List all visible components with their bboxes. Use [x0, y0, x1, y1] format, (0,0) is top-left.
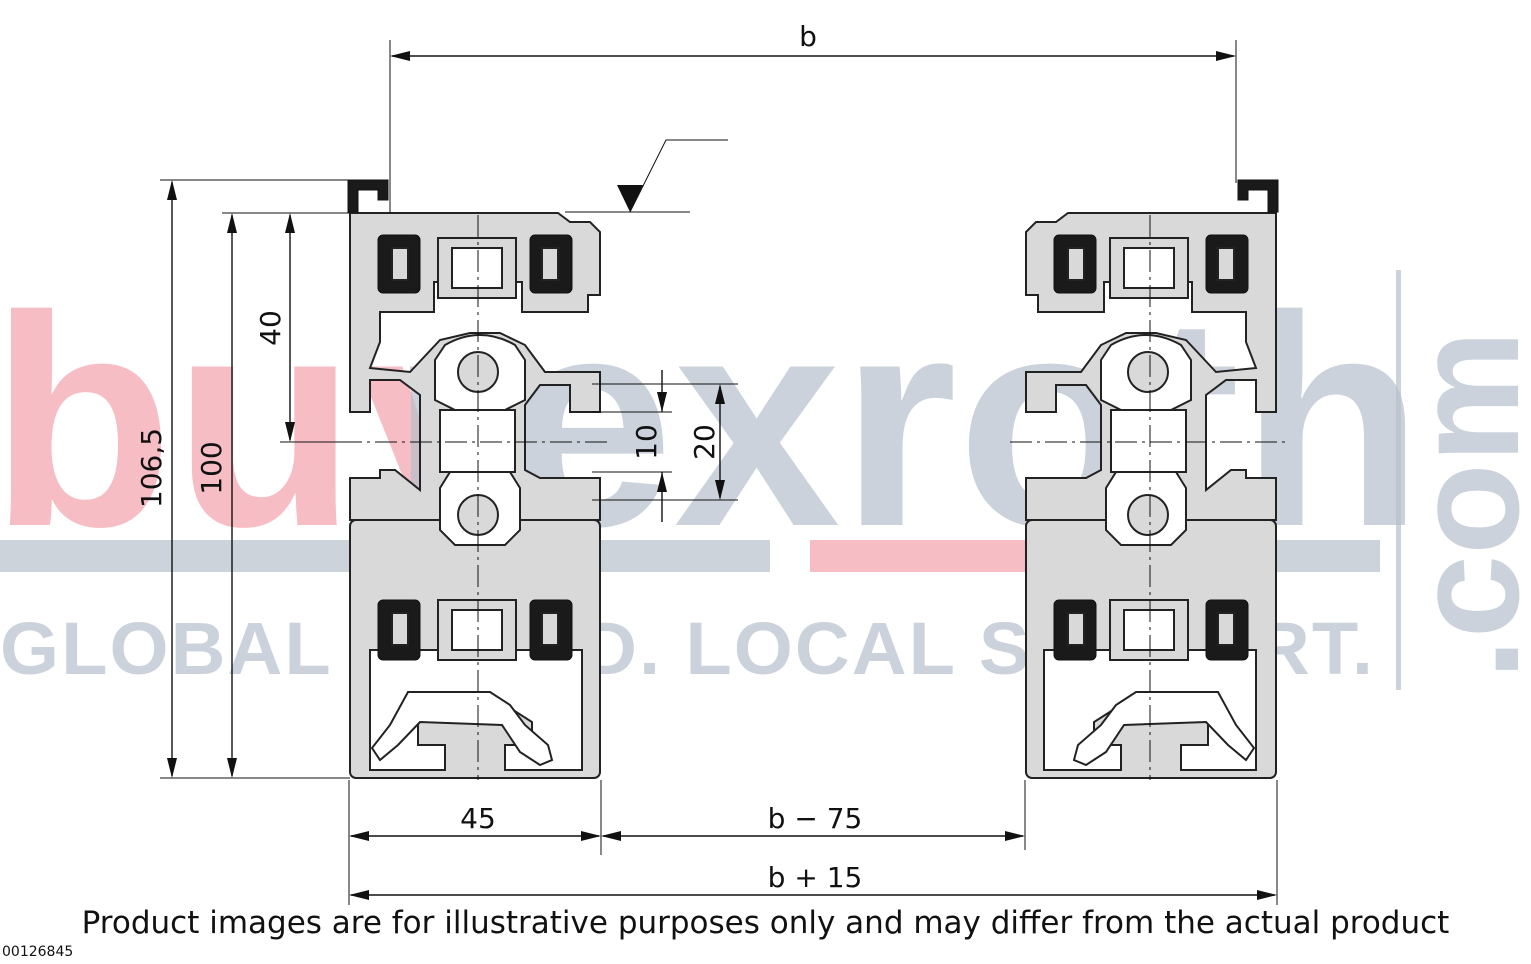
watermark-com: .com: [1382, 330, 1531, 680]
seal-group-top-left: [377, 234, 573, 299]
watermark: buy rexroth GLOBAL BRAND. LOCAL SUPPORT.…: [0, 253, 1531, 690]
watermark-divider: [1396, 270, 1401, 690]
dim-20: 20: [688, 424, 721, 460]
edge-cap-right: [1237, 179, 1279, 213]
dim-100: 100: [195, 441, 228, 494]
dim-b-plus-15: b + 15: [768, 861, 863, 894]
dim-10: 10: [630, 424, 663, 460]
seal-group-bottom-right: [1053, 599, 1249, 661]
dim-106-5: 106,5: [135, 428, 168, 508]
dim-b-minus-75: b − 75: [768, 802, 863, 835]
dim-40: 40: [254, 310, 287, 346]
profile-left: [347, 179, 601, 779]
image-code: 00126845: [2, 944, 74, 960]
seal-group-top-right: [1053, 234, 1249, 299]
dim-b: b: [799, 20, 817, 53]
edge-cap-left: [347, 179, 389, 213]
profile-right: [1025, 179, 1279, 779]
disclaimer-text: Product images are for illustrative purp…: [81, 905, 1450, 941]
dim-45: 45: [460, 802, 496, 835]
seal-group-bottom-left: [377, 599, 573, 661]
center-lines: [340, 215, 1285, 780]
dimensions: b 106,5 100 40 10: [135, 20, 1278, 905]
profile-right-shape: [1025, 179, 1279, 779]
